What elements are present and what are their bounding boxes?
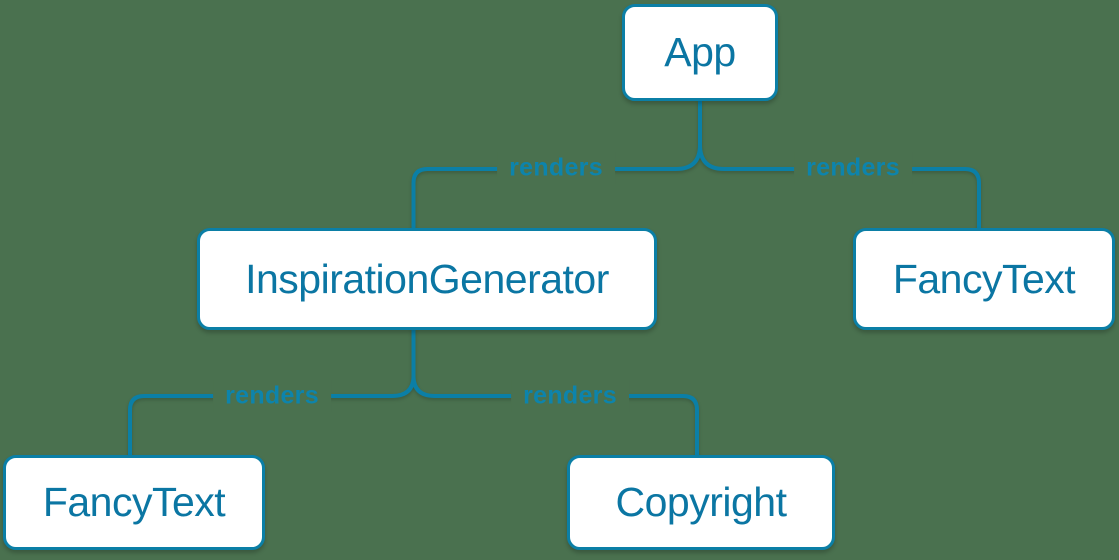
node-fancy-text-bottom-left-label: FancyText (42, 479, 226, 525)
node-app-label: App (664, 29, 736, 75)
node-copyright: Copyright (567, 455, 835, 550)
node-fancy-text-top-right: FancyText (853, 228, 1115, 330)
node-fancy-text-top-right-label: FancyText (892, 255, 1076, 302)
edge-label-inspiration-generator-fancy-text: renders (213, 379, 331, 413)
node-copyright-label: Copyright (615, 479, 787, 525)
node-inspiration-generator-label: InspirationGenerator (245, 255, 609, 302)
edge-label-app-inspiration-generator: renders (497, 151, 615, 185)
node-fancy-text-bottom-left: FancyText (3, 455, 265, 550)
node-inspiration-generator: InspirationGenerator (197, 228, 657, 330)
node-app: App (622, 4, 778, 101)
edge-label-inspiration-generator-copyright: renders (511, 379, 629, 413)
edge-label-app-fancy-text: renders (794, 151, 912, 185)
